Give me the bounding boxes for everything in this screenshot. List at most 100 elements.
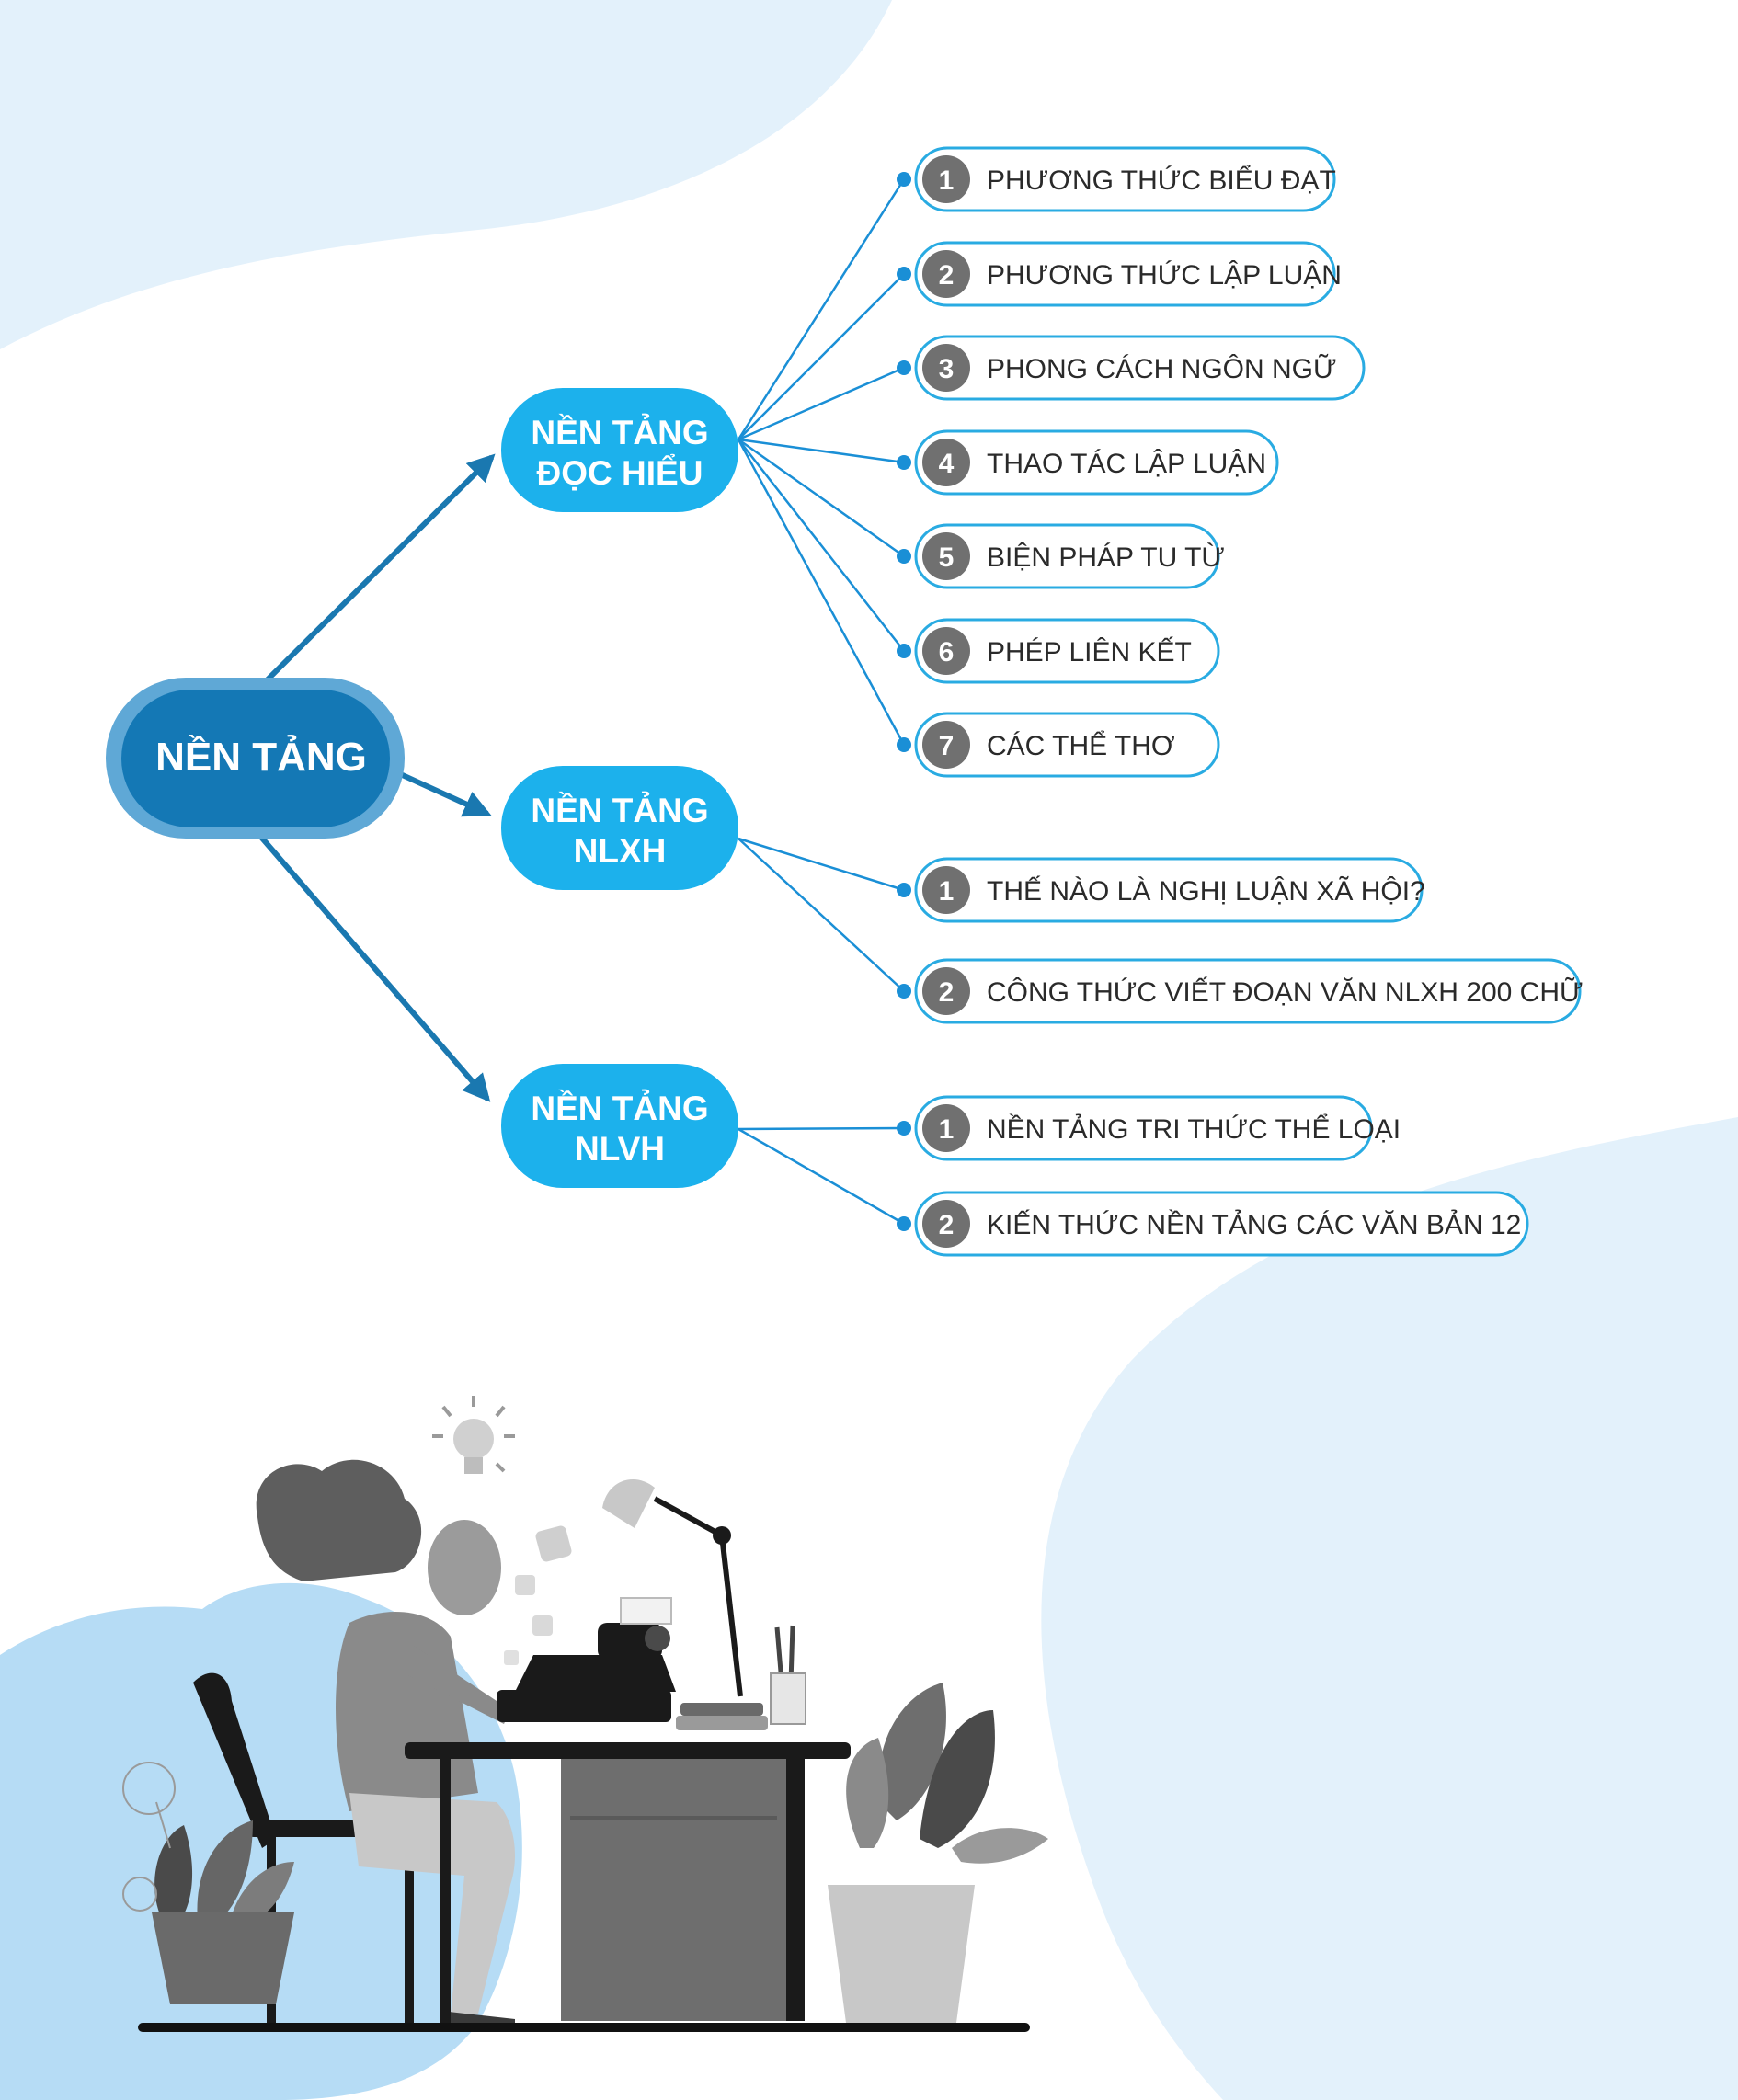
root-arrows (250, 453, 496, 1102)
arrow-to-doc-hieu (259, 453, 496, 688)
leaf-label: CÁC THỂ THƠ (987, 730, 1175, 761)
leaf-label: PHONG CÁCH NGÔN NGỮ (987, 353, 1337, 384)
leaf-pill (914, 335, 1366, 401)
connector-dot (897, 455, 911, 470)
connector-dot (897, 172, 911, 187)
book-stack (680, 1703, 763, 1716)
leaf-label: KIẾN THỨC NỀN TẢNG CÁC VĂN BẢN 12 (987, 1209, 1521, 1240)
leaf-item: 4 THAO TÁC LẬP LUẬN (897, 429, 1279, 496)
connector-line (738, 1126, 905, 1131)
connector-line (738, 438, 905, 464)
leaf-pill (914, 1191, 1529, 1257)
connector-line (737, 439, 906, 746)
root-node-body (121, 690, 390, 827)
desk-lamp (602, 1479, 743, 1697)
connector-dot (897, 984, 911, 999)
lightbulb-icon (432, 1396, 515, 1474)
arrow-to-nlxh (384, 765, 492, 817)
connector-dot (897, 1121, 911, 1136)
leaf-label: NỀN TẢNG TRI THỨC THỂ LOẠI (987, 1113, 1401, 1145)
leaf-pill (914, 429, 1279, 496)
number-badge-label: 2 (939, 260, 955, 291)
branch-label-line-1: NỀN TẢNG (531, 792, 708, 829)
connector-dot (897, 267, 911, 281)
book-stack (676, 1716, 768, 1730)
connector-dot (897, 360, 911, 375)
connector-line (738, 1127, 905, 1226)
connector-lines (737, 178, 906, 1226)
connector-line (738, 837, 905, 892)
number-badge-label: 2 (939, 977, 955, 1008)
leaf-pill (914, 523, 1220, 589)
right-plant (828, 1683, 1048, 2023)
leaf-label: PHƯƠNG THỨC LẬP LUẬN (987, 260, 1342, 291)
connector-line (738, 838, 905, 992)
number-badge-label: 1 (939, 876, 955, 907)
connector-dot (897, 883, 911, 897)
leaf-label: PHƯƠNG THỨC BIỂU ĐẠT (987, 165, 1336, 196)
connector-line (737, 178, 906, 440)
number-badge-label: 1 (939, 165, 955, 196)
number-badge-label: 6 (939, 637, 955, 668)
connector-dot (897, 549, 911, 564)
number-badge (922, 627, 970, 675)
connector-line (738, 273, 905, 440)
branch-node-nlxh: NỀN TẢNG NLXH (501, 766, 738, 890)
connector-dot (897, 644, 911, 658)
number-badge (922, 866, 970, 914)
number-badge-label: 4 (939, 449, 955, 479)
bottom-right-blob (1041, 1117, 1738, 2100)
branch-node-body (501, 766, 738, 890)
leaf-label: THẾ NÀO LÀ NGHỊ LUẬN XÃ HỘI? (987, 875, 1425, 907)
connector-line (738, 438, 905, 558)
flying-letters (504, 1525, 572, 1665)
pencil-cup (770, 1625, 806, 1725)
leaf-pill (914, 241, 1336, 307)
branch-node-nlvh: NỀN TẢNG NLVH (501, 1064, 738, 1188)
leaf-label: THAO TÁC LẬP LUẬN (987, 449, 1266, 479)
number-badge (922, 439, 970, 486)
branch-label-line-2: NLXH (574, 832, 667, 870)
number-badge (922, 344, 970, 392)
connector-line (738, 439, 905, 652)
left-plant (122, 1762, 294, 2004)
root-node: NỀN TẢNG (106, 678, 405, 839)
number-badge (922, 532, 970, 580)
number-badge (922, 721, 970, 769)
number-badge (922, 250, 970, 298)
desk (405, 1742, 851, 2023)
leaf-items: 1 PHƯƠNG THỨC BIỂU ĐẠT 2 PHƯƠNG THỨC LẬP LU… (897, 146, 1584, 1257)
number-badge (922, 155, 970, 203)
branch-node-body (501, 388, 738, 512)
leaf-item: 1 PHƯƠNG THỨC BIỂU ĐẠT (897, 146, 1336, 212)
leaf-item: 1 THẾ NÀO LÀ NGHỊ LUẬN XÃ HỘI? (897, 857, 1425, 923)
leaf-label: CÔNG THỨC VIẾT ĐOẠN VĂN NLXH 200 CHỮ (987, 976, 1584, 1008)
leaf-pill (914, 146, 1336, 212)
leaf-item: 2 PHƯƠNG THỨC LẬP LUẬN (897, 241, 1342, 307)
top-left-blob (0, 0, 892, 349)
leaf-pill (914, 1095, 1373, 1161)
arrow-to-nlvh (250, 826, 491, 1102)
connector-dot (897, 1216, 911, 1231)
number-badge (922, 967, 970, 1015)
woman-typewriter-illustration (122, 1396, 1048, 2032)
leaf-pill (914, 857, 1424, 923)
leaf-pill (914, 958, 1582, 1024)
connector-dot (897, 737, 911, 752)
leaf-pill (914, 712, 1220, 778)
floor-line (138, 2023, 1030, 2032)
number-badge-label: 5 (939, 542, 955, 573)
branch-node-doc-hieu: NỀN TẢNG ĐỌC HIỂU (501, 388, 738, 512)
connector-line (738, 366, 905, 441)
leaf-pill (914, 618, 1220, 684)
number-badge (922, 1104, 970, 1152)
branch-label-line-2: NLVH (575, 1130, 665, 1168)
branch-node-body (501, 1064, 738, 1188)
